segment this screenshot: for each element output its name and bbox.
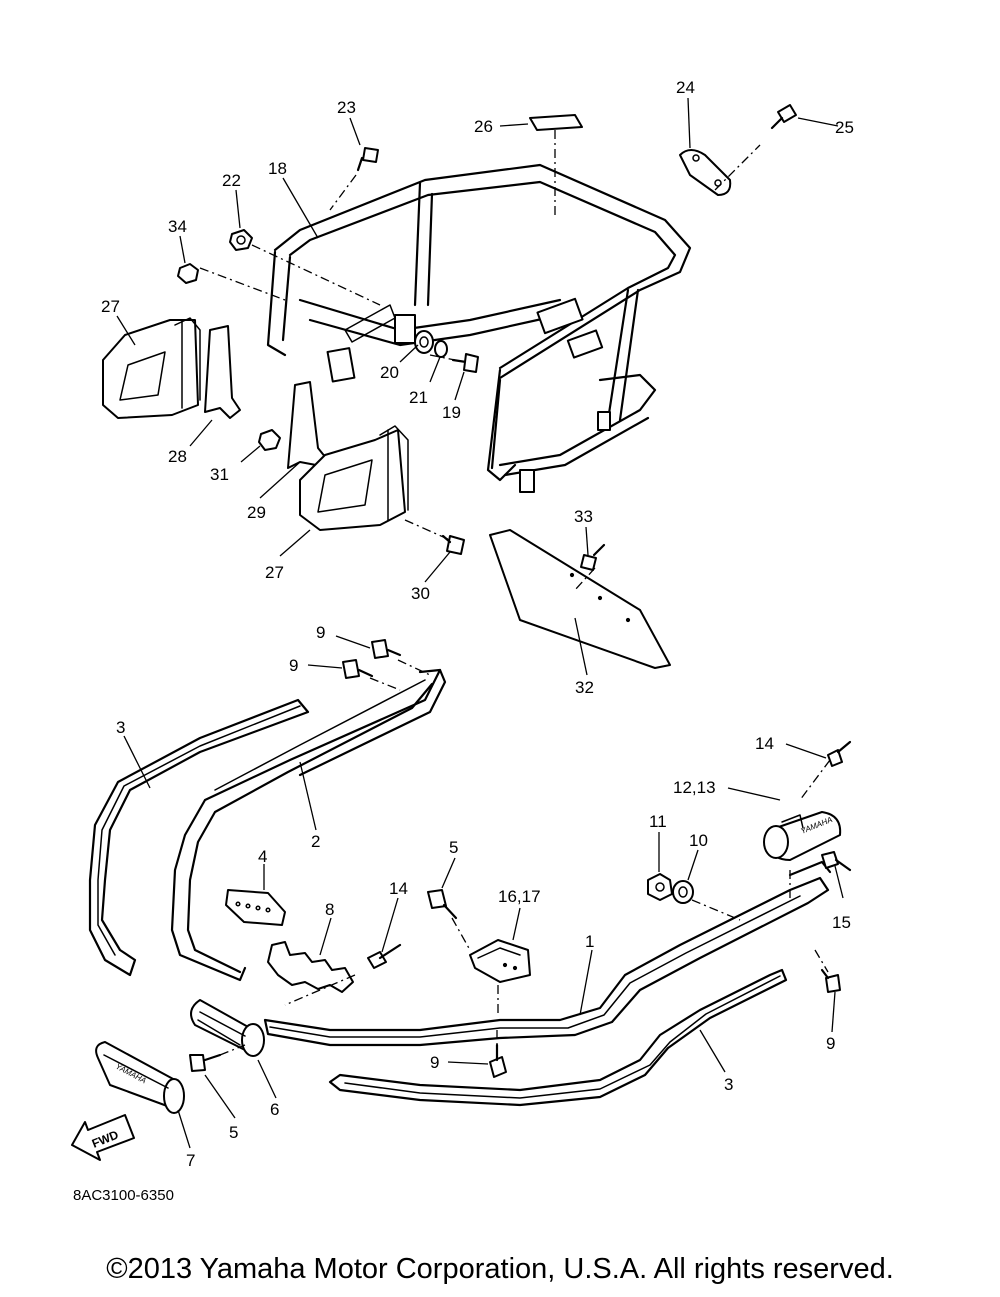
callout-2: 2 [311,832,320,851]
callout-18: 18 [268,159,287,178]
forward-direction-arrow: FWD [71,1114,135,1161]
callout-27-lower: 27 [265,563,284,582]
alignment-lines [199,130,831,1056]
carrier-bracket [679,149,732,196]
callout-3-left: 3 [116,718,125,737]
carrier-bolt-25 [770,104,797,130]
callout-3-right: 3 [724,1075,733,1094]
callout-19: 19 [442,403,461,422]
side-reflector-panel-upper [102,317,201,419]
callout-25: 25 [835,118,854,137]
bolt-5-lower [189,1053,222,1072]
callout-9-a: 9 [316,623,325,642]
callout-29: 29 [247,503,266,522]
bolt-9-right [820,968,841,993]
rivet-15 [821,851,852,872]
bolt-19 [451,353,479,373]
nut-31 [258,429,281,451]
callout-24: 24 [676,78,695,97]
bracket-16-17 [469,939,531,983]
callout-23: 23 [337,98,356,117]
bolt-9-center [489,1043,507,1078]
callout-32: 32 [575,678,594,697]
side-reflector-panel-lower [299,425,409,531]
mounting-plate-4 [225,889,286,926]
callout-11: 11 [649,812,667,831]
side-rail-1 [263,860,832,1047]
callout-16-17: 16,17 [498,887,541,906]
callout-31: 31 [210,465,229,484]
callout-28: 28 [168,447,187,466]
copyright-notice: ©2013 Yamaha Motor Corporation, U.S.A. A… [106,1253,894,1285]
washer-10 [672,880,694,904]
panel-bracket-29 [287,381,327,469]
grip-7: YAMAHA [95,1041,185,1114]
washer-20 [414,330,434,354]
callout-33: 33 [574,507,593,526]
callout-labels: 23 26 24 25 18 22 34 27 20 21 19 28 31 2… [101,78,854,1170]
callout-15: 15 [832,913,851,932]
carrier-bolt-23 [356,147,379,172]
callout-26: 26 [474,117,493,136]
callout-7: 7 [186,1151,195,1170]
drawing-number: 8AC3100-6350 [73,1187,174,1204]
rivet-14-right [827,740,852,767]
callout-10: 10 [689,831,708,850]
side-rail-2 [170,668,447,982]
callout-22: 22 [222,171,241,190]
callout-14-center: 14 [389,879,408,898]
callout-21: 21 [409,388,428,407]
callout-14-right: 14 [755,734,774,753]
rivet-33 [580,543,606,571]
rail-trim-right [328,968,788,1107]
callout-1: 1 [585,932,594,951]
mud-flap-32 [489,529,671,669]
handle-sleeve-6 [190,999,265,1057]
bolt-5-upper [427,889,458,920]
nut-22 [229,229,253,251]
callout-leaders [116,97,844,1149]
callout-9-center: 9 [430,1053,439,1072]
nut-34 [177,263,199,284]
callout-30: 30 [411,584,430,603]
bolt-9-upper-a [371,639,402,659]
callout-9-right: 9 [826,1034,835,1053]
washer-21 [434,340,448,358]
rivet-14-center [367,943,402,969]
clip-strip-8 [267,941,354,993]
callout-34: 34 [168,217,187,236]
callout-27-upper: 27 [101,297,120,316]
panel-bracket-28 [204,325,241,419]
rear-carrier-frame [266,163,692,493]
callout-4: 4 [258,847,267,866]
carrier-label-decal [529,114,583,131]
nut-11 [647,873,673,901]
callout-8: 8 [325,900,334,919]
callout-20: 20 [380,363,399,382]
callout-5-upper: 5 [449,838,458,857]
callout-5-lower: 5 [229,1123,238,1142]
callout-12-13: 12,13 [673,778,716,797]
end-cap-12-13: YAMAHA [763,811,842,861]
rail-trim-left [88,698,310,977]
callout-9-b: 9 [289,656,298,675]
bolt-9-upper-b [342,659,374,679]
callout-6: 6 [270,1100,279,1119]
